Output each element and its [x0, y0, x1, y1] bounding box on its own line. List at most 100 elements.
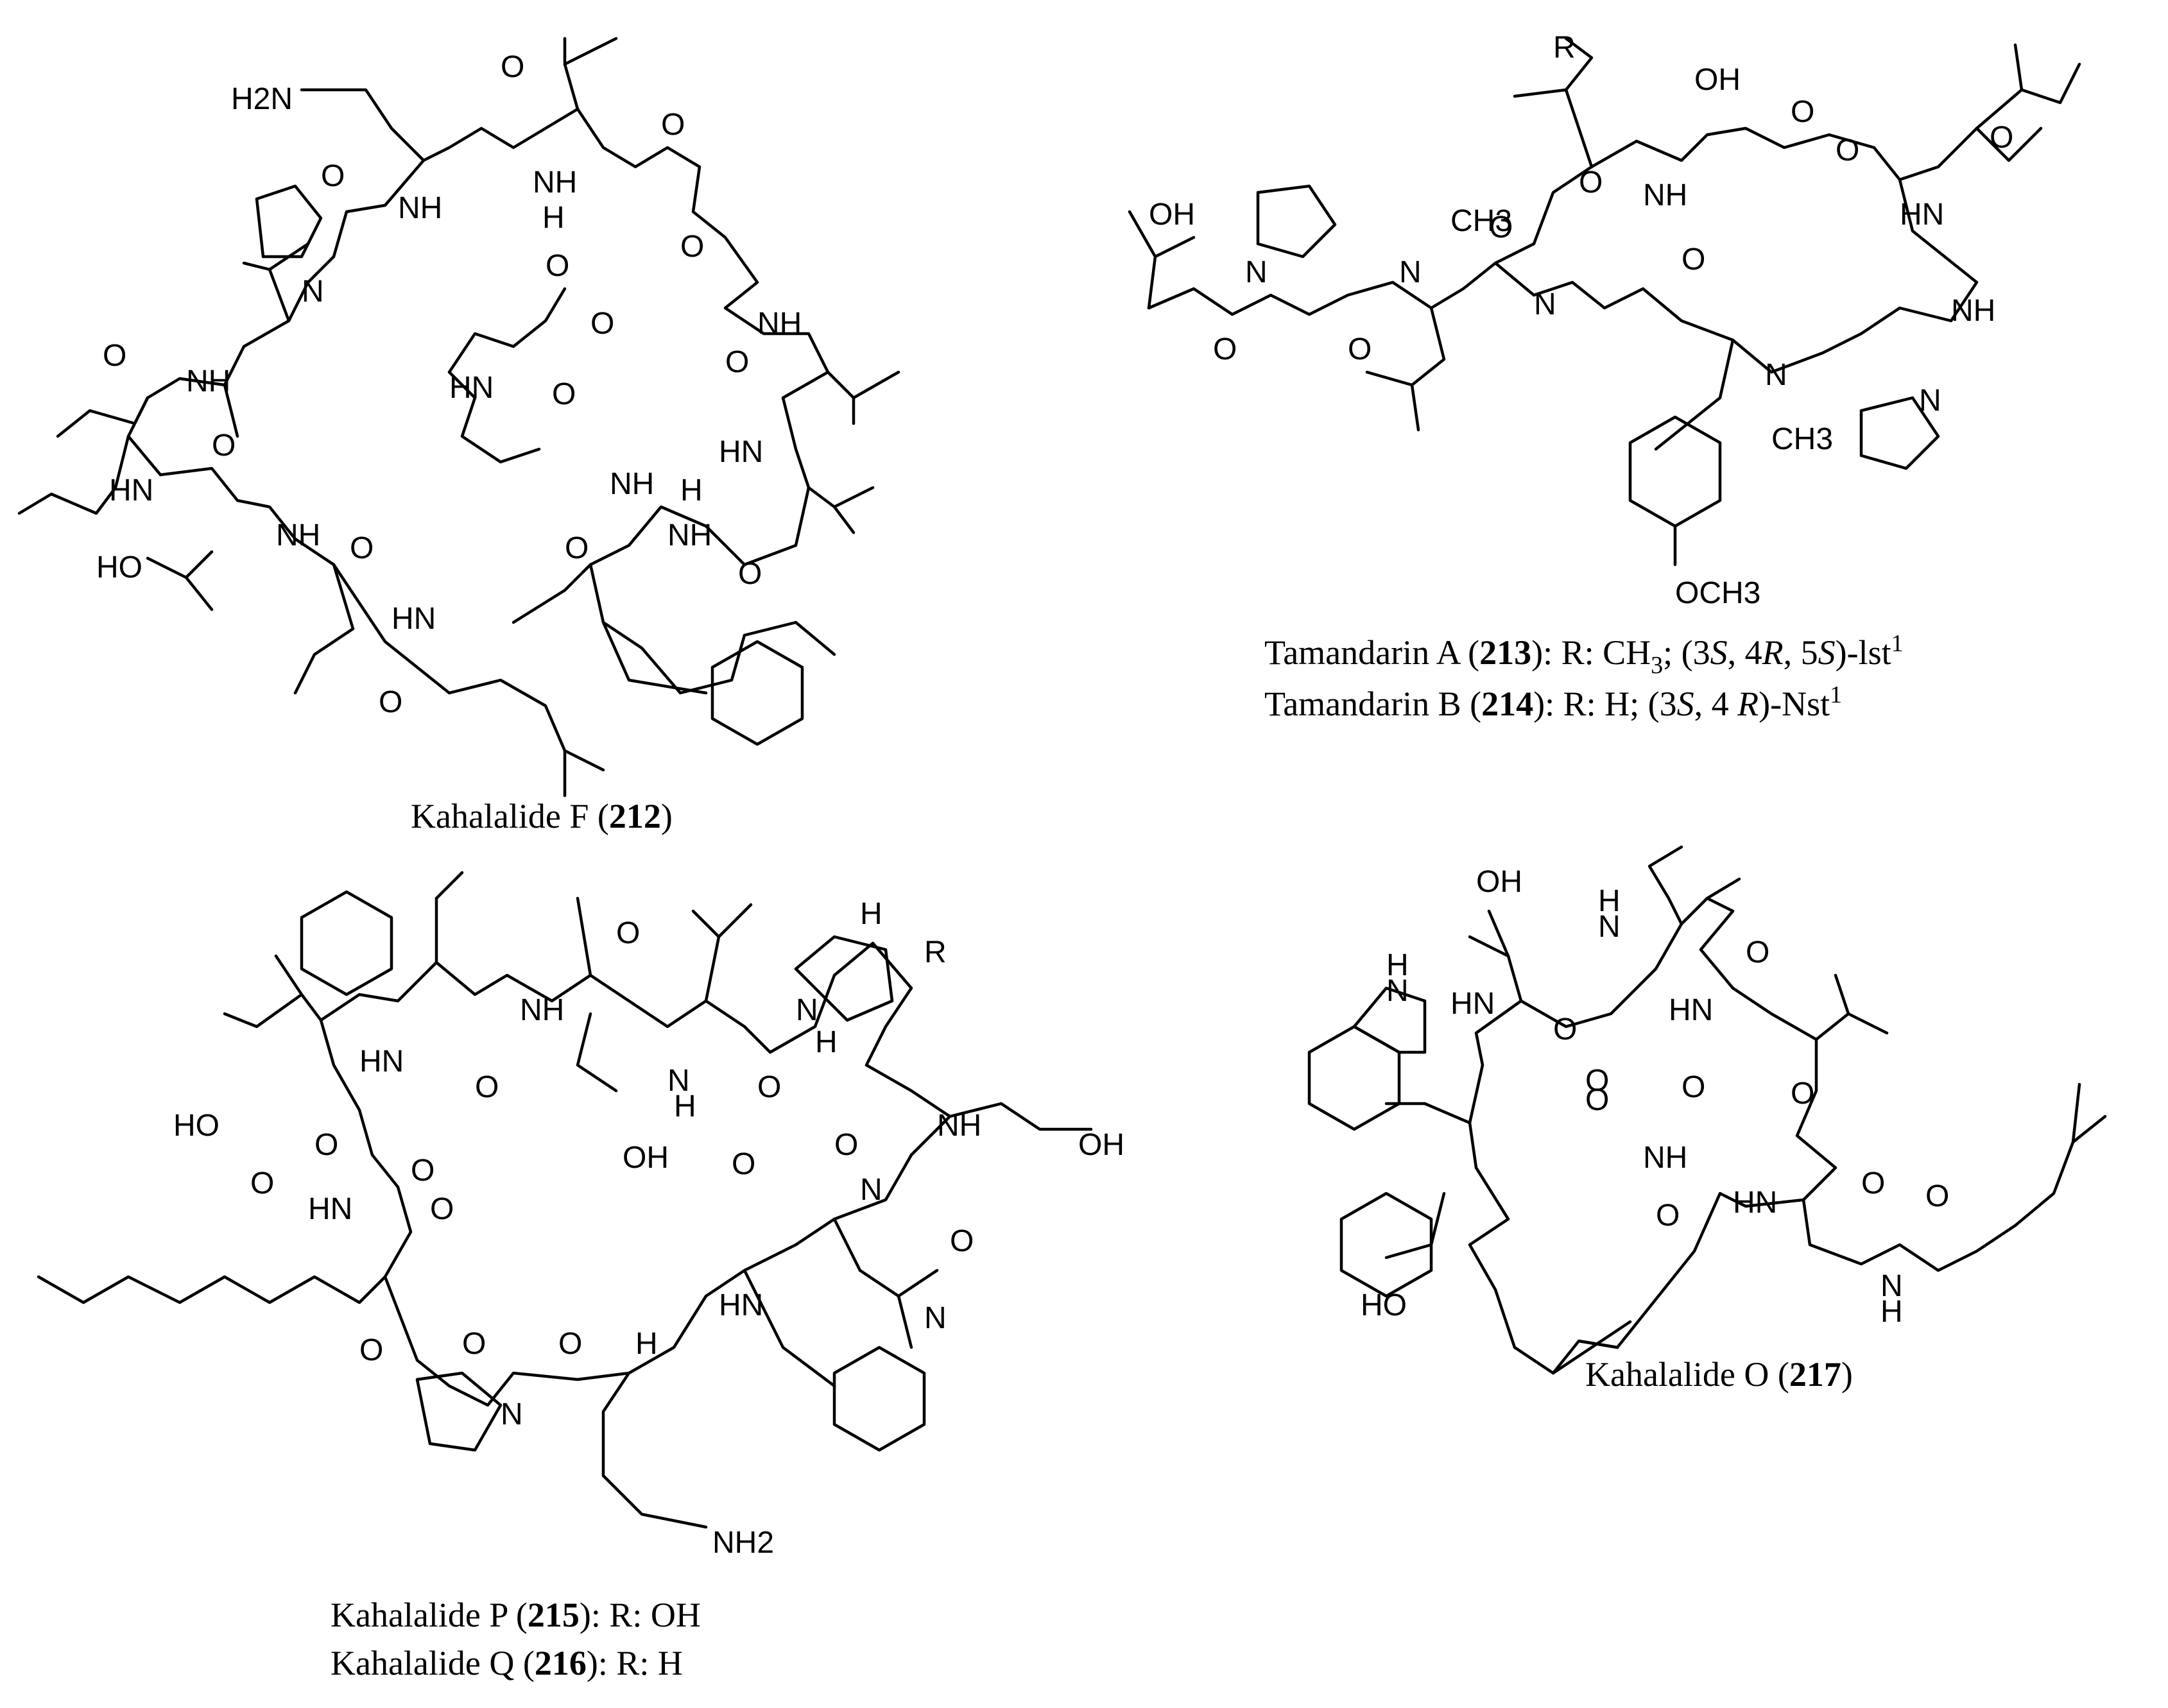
kahalalide-o-structure	[1307, 845, 2107, 1375]
atom-label: O	[1348, 332, 1372, 366]
atom-label: NH	[1643, 1141, 1687, 1175]
atom-label: HN	[109, 474, 153, 508]
atom-label: NH	[276, 518, 320, 552]
atom-label: O	[738, 557, 762, 591]
atom-label: NH	[533, 166, 577, 200]
atom-label: R	[924, 935, 947, 969]
atom-label: O	[1579, 166, 1603, 200]
atom-label: OH	[623, 1141, 669, 1175]
atom-label: H	[1386, 948, 1409, 982]
atom-label: O	[680, 230, 704, 264]
atom-label: O	[359, 1333, 383, 1367]
atom-label: O	[501, 50, 524, 84]
atom-label: NH	[667, 518, 712, 552]
atom-label: H	[680, 474, 703, 508]
atom-label: HO	[173, 1109, 219, 1143]
atom-label: NH	[610, 467, 654, 501]
atom-label: O	[1553, 1012, 1577, 1046]
tamandarin-atoms: R OH O O O OH NH HN CH3 N N O O N NH O O…	[1149, 31, 2013, 610]
atom-label: HN	[1900, 198, 1944, 232]
atom-label: NH	[1951, 294, 1995, 328]
atom-label: O	[462, 1327, 486, 1361]
atom-label: O	[757, 1070, 781, 1104]
atom-label: O	[1990, 121, 2013, 155]
atom-label: N	[667, 1064, 690, 1098]
atom-label: O	[250, 1166, 274, 1200]
atom-label: O	[1682, 243, 1705, 277]
atom-label: O	[1489, 210, 1513, 244]
atom-label: HO	[96, 551, 142, 585]
kahalalide-p-structure	[37, 871, 1093, 1529]
atom-label: N	[1245, 255, 1268, 289]
atom-label: NH	[520, 993, 564, 1027]
atom-label: H	[860, 897, 882, 931]
atom-label: HN	[719, 435, 763, 469]
caption-kahalalide-f: Kahalalide F (212)	[411, 797, 673, 835]
atom-label: CH3	[1450, 204, 1512, 238]
atom-label: O	[950, 1224, 974, 1258]
atom-label: CH3	[1771, 422, 1833, 456]
atom-label: O	[661, 108, 685, 142]
kahalalide-o-atoms: OH N H O H N HN O HN O O O O NH HN O O H…	[1361, 865, 1949, 1329]
atom-label: N	[1598, 910, 1621, 944]
atom-label: HN	[1669, 993, 1713, 1027]
atom-label: N	[1534, 287, 1556, 321]
atom-label: NH	[937, 1109, 981, 1143]
atom-label: O	[430, 1192, 454, 1226]
atom-label: H	[1880, 1295, 1903, 1329]
atom-label: O	[1585, 1083, 1609, 1117]
atom-label: HN	[308, 1192, 352, 1226]
atom-label: H	[635, 1327, 658, 1361]
atom-label: H	[674, 1089, 696, 1123]
atom-label: HO	[1361, 1288, 1407, 1322]
atom-label: H	[542, 201, 565, 235]
atom-label: O	[1791, 95, 1814, 129]
atom-label: H2N	[231, 82, 293, 116]
atom-label: HN	[391, 602, 436, 636]
atom-label: O	[565, 531, 589, 565]
atom-label: N	[1399, 255, 1422, 289]
tamandarin-structure	[1128, 37, 2081, 567]
atom-label: N	[501, 1397, 523, 1431]
atom-label: H	[1598, 884, 1621, 918]
kahalalide-f-structure	[17, 37, 900, 798]
atom-label: O	[1656, 1199, 1680, 1233]
atom-label: OH	[1078, 1128, 1124, 1162]
atom-label: NH	[398, 191, 442, 225]
atom-label: O	[321, 159, 345, 193]
atom-label: O	[558, 1327, 582, 1361]
caption-kahalalide-p: Kahalalide P (215): R: OH	[331, 1596, 701, 1634]
caption-tamandarin-b: Tamandarin B (214): R: H; (3S, 4 R)-Nst1	[1264, 681, 1842, 723]
atom-label: O	[1746, 935, 1769, 969]
atom-label: O	[1861, 1166, 1885, 1200]
atom-label: O	[350, 531, 374, 565]
atom-label: N	[302, 275, 324, 309]
kahalalide-p-atoms: H R O H NH O N HO O HN N H O OH O O NH O…	[173, 897, 1124, 1560]
atom-label: HN	[719, 1288, 763, 1322]
atom-label: N	[924, 1301, 947, 1335]
atom-label: OH	[1149, 198, 1195, 232]
atom-label: O	[103, 339, 126, 373]
atom-label: OCH3	[1675, 576, 1760, 610]
atom-label: OH	[1476, 865, 1522, 899]
atom-label: O	[732, 1147, 755, 1181]
kahalalide-f-atoms: H2N O O NH NH H N O O NH O O HN O HN NH …	[96, 50, 802, 719]
atom-label: O	[475, 1070, 499, 1104]
atom-label: H	[815, 1025, 838, 1059]
atom-label: NH	[757, 307, 802, 341]
atom-label: NH	[186, 364, 230, 398]
atom-label: O	[546, 249, 569, 283]
atom-label: O	[314, 1128, 338, 1162]
atom-label: O	[1213, 332, 1237, 366]
atom-label: HN	[449, 371, 494, 405]
atom-label: O	[1836, 133, 1859, 167]
atom-label: O	[552, 377, 576, 411]
atom-label: O	[834, 1128, 858, 1162]
atom-label: O	[1925, 1179, 1949, 1213]
atom-label: N	[860, 1173, 882, 1207]
atom-label: N	[1386, 974, 1409, 1008]
atom-label: O	[1585, 1064, 1609, 1098]
atom-label: O	[212, 429, 236, 463]
atom-label: HN	[359, 1045, 404, 1079]
